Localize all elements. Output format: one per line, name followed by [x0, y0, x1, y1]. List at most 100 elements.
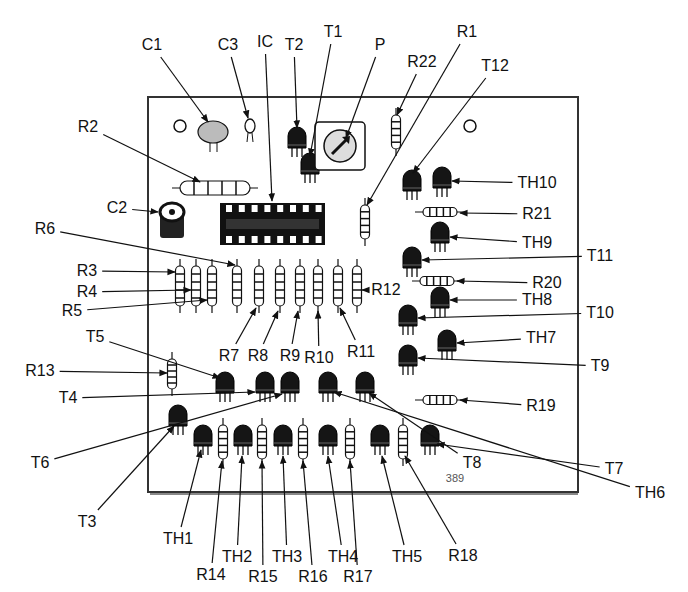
- transistor-symbol: [438, 330, 456, 360]
- leader-line: [457, 281, 527, 283]
- part-label: TH5: [390, 548, 424, 566]
- part-label: R8: [246, 347, 270, 365]
- leader-line: [261, 461, 263, 565]
- leader-line: [413, 78, 486, 173]
- resistor-symbol: [334, 259, 343, 313]
- part-label: R11: [345, 343, 377, 361]
- leader-line: [405, 456, 456, 544]
- resistor-symbol: [361, 198, 370, 246]
- part-label: T11: [585, 247, 615, 265]
- part-label: R17: [341, 568, 374, 586]
- leader-line: [397, 74, 416, 115]
- part-label: R15: [246, 568, 279, 586]
- transistor-symbol: [319, 372, 337, 402]
- resistor-symbol: [415, 396, 465, 405]
- leader-line: [82, 392, 255, 398]
- board-marking: 389: [444, 472, 466, 485]
- leader-line: [367, 44, 460, 205]
- resistor-symbol: [176, 259, 185, 313]
- resistor-symbol: [258, 418, 267, 466]
- resistor-symbol: [415, 208, 465, 217]
- leader-line: [437, 444, 600, 467]
- leader-line: [283, 456, 287, 545]
- part-label: TH2: [220, 548, 254, 566]
- leader-line: [236, 308, 256, 344]
- part-label: TH8: [520, 291, 554, 309]
- transistor-symbol: [399, 305, 417, 335]
- leader-line: [102, 290, 191, 292]
- part-label: TH4: [326, 548, 360, 566]
- part-label: R19: [524, 397, 557, 415]
- leader-line: [266, 54, 272, 201]
- leader-line: [303, 461, 312, 565]
- part-label: R20: [530, 274, 563, 292]
- part-label: T8: [461, 454, 484, 472]
- leader-line: [231, 57, 248, 118]
- leader-line: [450, 299, 517, 300]
- part-label: R3: [75, 262, 99, 280]
- resistor-symbol: [168, 352, 177, 396]
- leader-line: [310, 44, 331, 156]
- part-label: R10: [302, 349, 335, 367]
- mounting-hole: [174, 120, 186, 132]
- transistor-symbol: [431, 222, 449, 252]
- part-label: T7: [603, 460, 626, 478]
- transistor-symbol: [433, 167, 451, 197]
- part-label: R16: [296, 568, 329, 586]
- leader-line: [54, 394, 282, 459]
- part-label: P: [373, 36, 388, 54]
- leader-line: [238, 456, 242, 545]
- leader-line: [87, 300, 207, 310]
- leader-line: [102, 271, 175, 273]
- part-label: C1: [140, 36, 164, 54]
- leader-line: [346, 57, 376, 138]
- leader-line: [369, 393, 458, 453]
- leader-line: [460, 400, 521, 405]
- transistor-symbol: [319, 425, 337, 455]
- leader-line: [340, 308, 355, 340]
- components: [160, 108, 476, 466]
- leader-line: [418, 358, 586, 365]
- part-label: R18: [446, 547, 479, 565]
- part-label: R1: [455, 23, 479, 41]
- transistor-symbol: [399, 345, 417, 375]
- transistor-symbol: [356, 372, 374, 402]
- resistor-symbol: [412, 277, 462, 286]
- transistor-symbol: [431, 287, 449, 317]
- capacitor-symbol: [198, 121, 228, 152]
- resistor-symbol: [233, 259, 242, 313]
- part-label: R4: [75, 283, 99, 301]
- resistor-symbol: [299, 418, 308, 466]
- part-label: TH1: [161, 530, 195, 548]
- part-label: R13: [23, 362, 56, 380]
- leader-line: [161, 57, 208, 122]
- part-label: R7: [217, 347, 241, 365]
- part-label: R12: [369, 281, 402, 299]
- part-label: IC: [255, 33, 275, 51]
- part-label: TH6: [633, 484, 667, 502]
- leader-line: [292, 311, 298, 344]
- resistor-symbol: [192, 259, 201, 313]
- resistor-symbol: [353, 259, 362, 313]
- pcb-board: [148, 97, 578, 494]
- mounting-hole: [464, 120, 476, 132]
- leader-line: [418, 314, 581, 318]
- leader-line: [103, 134, 200, 182]
- part-label: T5: [84, 328, 107, 346]
- transistor-symbol: [403, 247, 421, 277]
- part-label: T10: [584, 304, 616, 322]
- part-label: T3: [76, 513, 99, 531]
- transistor-symbol: [371, 425, 389, 455]
- part-label: R9: [278, 347, 302, 365]
- transistor-symbol: [281, 372, 299, 402]
- resistor-symbol: [346, 418, 355, 466]
- transistor-symbol: [216, 372, 234, 402]
- part-label: TH9: [520, 234, 554, 252]
- transistor-symbol: [194, 425, 212, 455]
- part-label: TH7: [524, 329, 558, 347]
- part-label: T1: [322, 23, 345, 41]
- leader-line: [60, 232, 235, 265]
- transistor-symbol: [234, 425, 252, 455]
- part-label: R21: [520, 205, 553, 223]
